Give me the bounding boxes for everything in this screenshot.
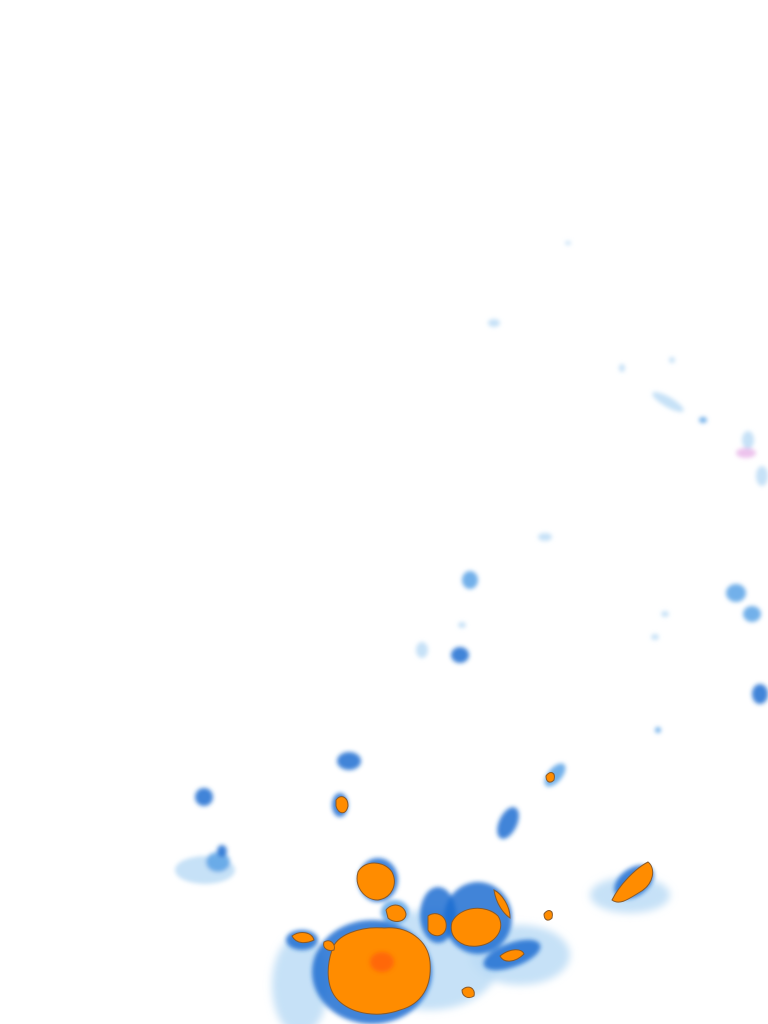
storm-complex-south bbox=[272, 772, 670, 1024]
faint-echoes-northeast bbox=[488, 241, 768, 486]
heavy-rain-cores bbox=[291, 772, 654, 1015]
scattered-echoes-central bbox=[416, 533, 768, 733]
